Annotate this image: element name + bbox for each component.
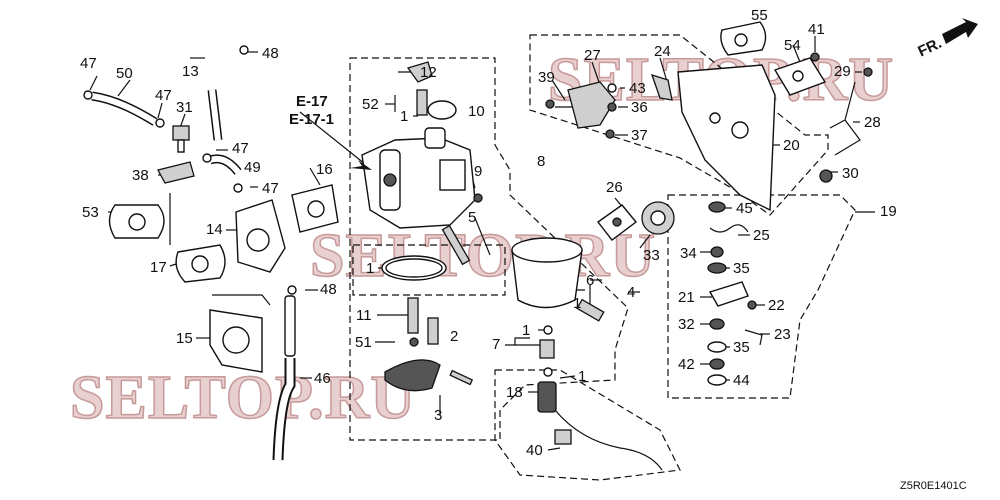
fuel-valve-31 <box>172 125 190 141</box>
float-3 <box>384 359 441 392</box>
callout: 28 <box>864 114 881 131</box>
bolt-40 <box>554 429 572 445</box>
callout: 6 <box>586 272 594 289</box>
carburetor-body <box>361 61 663 471</box>
callout: 32 <box>678 316 695 333</box>
callout: 43 <box>629 80 646 97</box>
jet-11 <box>407 297 419 334</box>
cap-10 <box>427 100 457 120</box>
callout: 34 <box>680 245 697 262</box>
screw-6 <box>576 298 605 322</box>
callout: 12 <box>420 64 437 81</box>
spring-28 <box>829 81 861 156</box>
callout: 41 <box>808 21 825 38</box>
callout: 1 <box>522 322 530 339</box>
bolt-7 <box>539 339 555 359</box>
watermark-middle: SELTOP.RU <box>310 222 656 290</box>
callout: 25 <box>753 227 770 244</box>
callout: 35 <box>733 339 750 356</box>
callout: 47 <box>80 55 97 72</box>
callout: 26 <box>606 179 623 196</box>
callout: 5 <box>468 209 476 226</box>
reference-arrow <box>350 160 372 170</box>
callout: 1 <box>366 260 374 277</box>
callout: 40 <box>526 442 543 459</box>
callout: 8 <box>537 153 545 170</box>
callout: 47 <box>262 180 279 197</box>
callout: 9 <box>474 163 482 180</box>
callout: 44 <box>733 372 750 389</box>
callout: 54 <box>784 37 801 54</box>
callout: 10 <box>468 103 485 120</box>
watermark-bottom: SELTOP.RU <box>70 364 416 432</box>
callout: 21 <box>678 289 695 306</box>
diagram-code: Z5R0E1401C <box>900 480 967 492</box>
callout: 48 <box>320 281 337 298</box>
callout: 22 <box>768 297 785 314</box>
callout: 30 <box>842 165 859 182</box>
callout: 1 <box>578 368 586 385</box>
tube-48 <box>284 295 296 357</box>
callout: 17 <box>150 259 167 276</box>
callout: 51 <box>355 334 372 351</box>
callout: 1 <box>573 295 581 312</box>
callout: 53 <box>82 204 99 221</box>
callout: 47 <box>232 140 249 157</box>
callout: 35 <box>733 260 750 277</box>
callout: 48 <box>262 45 279 62</box>
bracket-20 <box>677 64 776 212</box>
callout: 31 <box>176 99 193 116</box>
callout: 2 <box>450 328 458 345</box>
callout: 29 <box>834 63 851 80</box>
callout: 37 <box>631 127 648 144</box>
direction-label: FR. <box>915 35 944 61</box>
ref-e17-1: E-17-1 <box>289 111 334 128</box>
spring-25 <box>709 224 749 233</box>
callout: 47 <box>155 87 172 104</box>
callout: 13 <box>182 63 199 80</box>
callout: 45 <box>736 200 753 217</box>
callout: 16 <box>316 161 333 178</box>
jet-2 <box>427 317 439 345</box>
callout: 15 <box>176 330 193 347</box>
callout: 24 <box>654 43 671 60</box>
callout: 3 <box>434 407 442 424</box>
callout-labels: 13 48 47 50 47 31 47 49 47 38 53 14 17 1… <box>80 7 897 459</box>
knob-12 <box>406 61 433 83</box>
bracket-38 <box>157 161 195 184</box>
callout: 46 <box>314 370 331 387</box>
clip-24 <box>650 73 673 101</box>
callout: 1 <box>400 108 408 125</box>
leader-lines <box>89 22 875 451</box>
lever-27 <box>567 81 616 129</box>
right-parts <box>545 21 873 386</box>
callout: 55 <box>751 7 768 24</box>
callout: 23 <box>774 326 791 343</box>
direction-indicator: FR. <box>915 18 978 60</box>
callout: 4 <box>627 284 635 301</box>
callout: 52 <box>362 96 379 113</box>
callout: 20 <box>783 137 800 154</box>
callout: 7 <box>492 336 500 353</box>
callout: 33 <box>643 247 660 264</box>
callout: 19 <box>880 203 897 220</box>
callout: 39 <box>538 69 555 86</box>
callout: 49 <box>244 159 261 176</box>
clip-23 <box>744 329 763 346</box>
callout: 36 <box>631 99 648 116</box>
callout: 42 <box>678 356 695 373</box>
ref-e17: E-17 <box>296 93 328 110</box>
callout: 50 <box>116 65 133 82</box>
callout: 11 <box>356 307 372 324</box>
solenoid-18 <box>537 381 557 413</box>
lever-21 <box>708 281 749 307</box>
callout: 38 <box>132 167 149 184</box>
callout: 18 <box>506 384 523 401</box>
left-parts <box>83 32 339 461</box>
callout: 27 <box>584 47 601 64</box>
callout: 14 <box>206 221 223 238</box>
direction-arrow-icon <box>942 18 978 44</box>
